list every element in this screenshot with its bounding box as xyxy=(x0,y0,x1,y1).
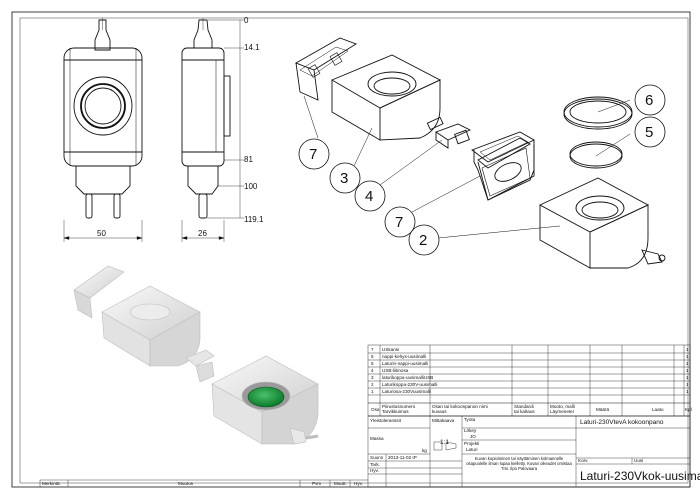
parts-row-5-qty: 1 xyxy=(686,361,689,366)
balloon-7b: 7 xyxy=(395,214,403,231)
suunn-label: Suunn xyxy=(370,455,384,460)
dim-height-119-1: 119.1 xyxy=(244,215,264,224)
massa-unit: kg xyxy=(422,448,427,453)
parts-row-1-name: Laturiosa-230Vuusimalli xyxy=(382,389,431,394)
dim-width-50: 50 xyxy=(97,229,106,238)
uusi-label: Uusi xyxy=(634,458,643,463)
parts-row-1-num: 1 xyxy=(371,389,374,394)
front-view-dimensions xyxy=(63,220,143,242)
balloon-leaders xyxy=(303,95,631,239)
korv-label: Korv. xyxy=(578,458,588,463)
balloon-6: 6 xyxy=(645,92,653,109)
projekti-value: Laturi xyxy=(466,447,478,452)
title-block xyxy=(39,344,691,488)
revision-muutos: Muutos xyxy=(178,481,194,486)
dim-width-26: 26 xyxy=(198,229,207,238)
massa-label: Massa xyxy=(370,436,384,441)
balloon-7a: 7 xyxy=(309,146,317,163)
sheet-inner-border xyxy=(19,17,689,484)
header-maara: Määrä xyxy=(596,407,609,412)
copyright-notice-box: Kuvan kopioiminen tai näyttäminen kolman… xyxy=(466,456,572,471)
dim-height-0: 0 xyxy=(244,16,249,25)
tark-label: Tark. xyxy=(370,462,380,467)
parts-row-6-name: nappi-kehys-uusimalli xyxy=(382,354,426,359)
parts-row-4-num: 4 xyxy=(371,368,374,373)
parts-row-3-qty: 1 xyxy=(686,375,689,380)
parts-row-4-name: USB-liitinosa xyxy=(382,368,409,373)
revision-hyv: Hyv. xyxy=(354,481,363,486)
side-view xyxy=(181,18,231,219)
header-kpl: Kpl xyxy=(685,407,692,412)
balloons xyxy=(298,84,666,256)
sheet-outer-border xyxy=(11,11,691,488)
exploded-view xyxy=(294,37,666,269)
header-osa: Osa xyxy=(371,407,380,412)
tyota-label: Tyota xyxy=(464,417,476,422)
mittakaava-value: 1:1 xyxy=(440,439,449,446)
balloon-4: 4 xyxy=(365,188,373,205)
parts-row-1-qty: 1 xyxy=(686,389,689,394)
copyright-notice: Kuvan kopioiminen tai näyttäminen kolman… xyxy=(466,456,572,471)
revision-merkinta: Merkintä xyxy=(42,481,60,486)
projekti-label: Projekti xyxy=(464,441,479,446)
header-laatu: Laatu xyxy=(652,407,664,412)
drawing-number: Laturi-230Vkok-uusimalli xyxy=(580,469,700,483)
dim-height-81: 81 xyxy=(244,155,253,164)
dim-height-100: 100 xyxy=(244,182,258,191)
side-view-dimensions xyxy=(181,19,244,242)
parts-row-5-num: 5 xyxy=(371,361,374,366)
lukey-label: Lökey xyxy=(464,428,477,433)
parts-row-6-qty: 1 xyxy=(686,354,689,359)
parts-row-2-num: 2 xyxy=(371,382,374,387)
shaded-render xyxy=(73,265,319,445)
parts-row-7-num: 7 xyxy=(371,347,374,352)
parts-row-4-qty: 1 xyxy=(686,368,689,373)
balloon-5: 5 xyxy=(645,124,653,141)
dim-height-14-1: 14.1 xyxy=(244,43,260,52)
parts-row-2-name: Laturikoppa-230V-uusimalli xyxy=(382,382,437,387)
revision-muutt: Muutt. xyxy=(334,481,347,486)
balloon-2: 2 xyxy=(419,232,427,249)
revision-pvm: Pvm xyxy=(312,481,321,486)
parts-row-7-qty: 1 xyxy=(686,347,689,352)
front-view xyxy=(63,18,143,219)
lukey-value: JO xyxy=(470,434,476,439)
balloon-3: 3 xyxy=(340,170,348,187)
suunn-value: 2013-11-02 IP xyxy=(388,455,417,460)
parts-row-7-name: USkansi xyxy=(382,347,399,352)
parts-row-3-name: laturikoppa-uusimalliUSB xyxy=(382,375,433,380)
mittakaava-label: Mittakaava xyxy=(432,418,455,423)
parts-row-2-qty: 1 xyxy=(686,382,689,387)
tyota-value: Laturi-230VtevA kokoonpano xyxy=(580,419,664,426)
parts-row-5-name: Laturin-nappi-uusimalli xyxy=(382,361,428,366)
hyv-label: Hyv. xyxy=(370,468,379,473)
parts-row-3-num: 3 xyxy=(371,375,374,380)
yleistoleranssit-label: Yleistoleranssit xyxy=(370,418,402,423)
parts-row-6-num: 6 xyxy=(371,354,374,359)
